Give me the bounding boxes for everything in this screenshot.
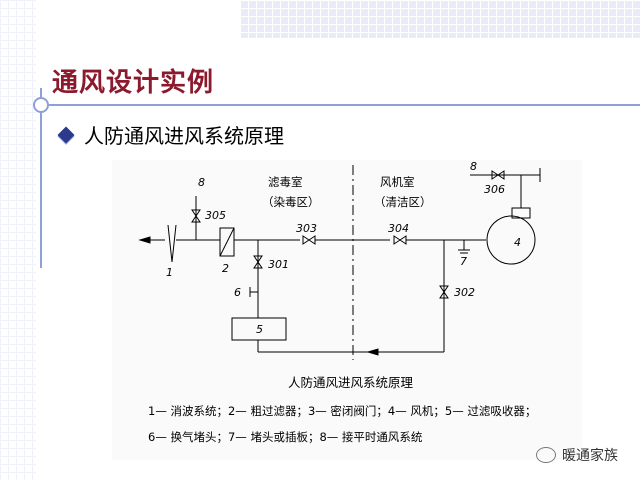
inlet-arrow-icon [138, 236, 151, 244]
room-right-sub-label: （清洁区） [374, 195, 432, 209]
return-arrow-icon [366, 348, 379, 356]
room-left-label: 滤毒室 [268, 175, 303, 189]
legend-line-2: 6— 换气堵头；7— 堵头或插板；8— 接平时通风系统 [148, 430, 423, 444]
accent-circle [33, 97, 49, 113]
valve-301-icon [253, 255, 263, 269]
watermark: 暖通家族 [536, 445, 618, 465]
diagram-caption: 人防通风进风系统原理 [288, 375, 414, 390]
valve-304-icon [393, 235, 407, 245]
horizontal-accent-line [40, 104, 640, 106]
label-8b: 8 [470, 160, 477, 173]
watermark-text: 暖通家族 [562, 448, 618, 464]
valve-303-icon [302, 235, 316, 245]
valve-306-icon [491, 170, 505, 180]
legend-line-1: 1— 消波系统；2— 粗过滤器；3— 密闭阀门；4— 风机；5— 过滤吸收器； [148, 404, 537, 418]
room-left-sub-label: （染毒区） [262, 195, 320, 209]
diagram-area [112, 160, 582, 460]
wave-absorber-icon [167, 224, 177, 263]
label-303: 303 [296, 222, 317, 235]
label-6: 6 [234, 286, 241, 299]
label-302: 302 [454, 286, 475, 299]
left-grid-decoration [0, 0, 36, 480]
fan-icon [486, 215, 536, 265]
label-304: 304 [388, 222, 409, 235]
bullet-text: 人防通风进风系统原理 [84, 124, 284, 148]
label-4: 4 [514, 236, 521, 249]
valve-305-icon [191, 209, 201, 223]
label-305: 305 [205, 209, 226, 222]
label-301: 301 [268, 258, 289, 271]
vertical-accent-line [40, 88, 42, 268]
label-1: 1 [166, 266, 173, 279]
bullet-item: 人防通风进风系统原理 [57, 120, 284, 149]
valve-302-icon [439, 285, 449, 299]
label-306: 306 [484, 183, 505, 196]
label-7: 7 [460, 255, 467, 268]
room-right-label: 风机室 [380, 175, 415, 189]
filter-absorber-box [231, 317, 287, 341]
label-2: 2 [222, 262, 229, 275]
label-5: 5 [256, 323, 263, 336]
slide-title: 通风设计实例 [52, 68, 215, 98]
coarse-filter-diagonal [219, 227, 235, 257]
wechat-icon [536, 447, 556, 463]
coarse-filter-icon [219, 227, 235, 257]
diagram-legend: 1— 消波系统；2— 粗过滤器；3— 密闭阀门；4— 风机；5— 过滤吸收器； … [148, 398, 536, 450]
header-grid-decoration [240, 0, 640, 38]
label-8a: 8 [198, 176, 205, 189]
